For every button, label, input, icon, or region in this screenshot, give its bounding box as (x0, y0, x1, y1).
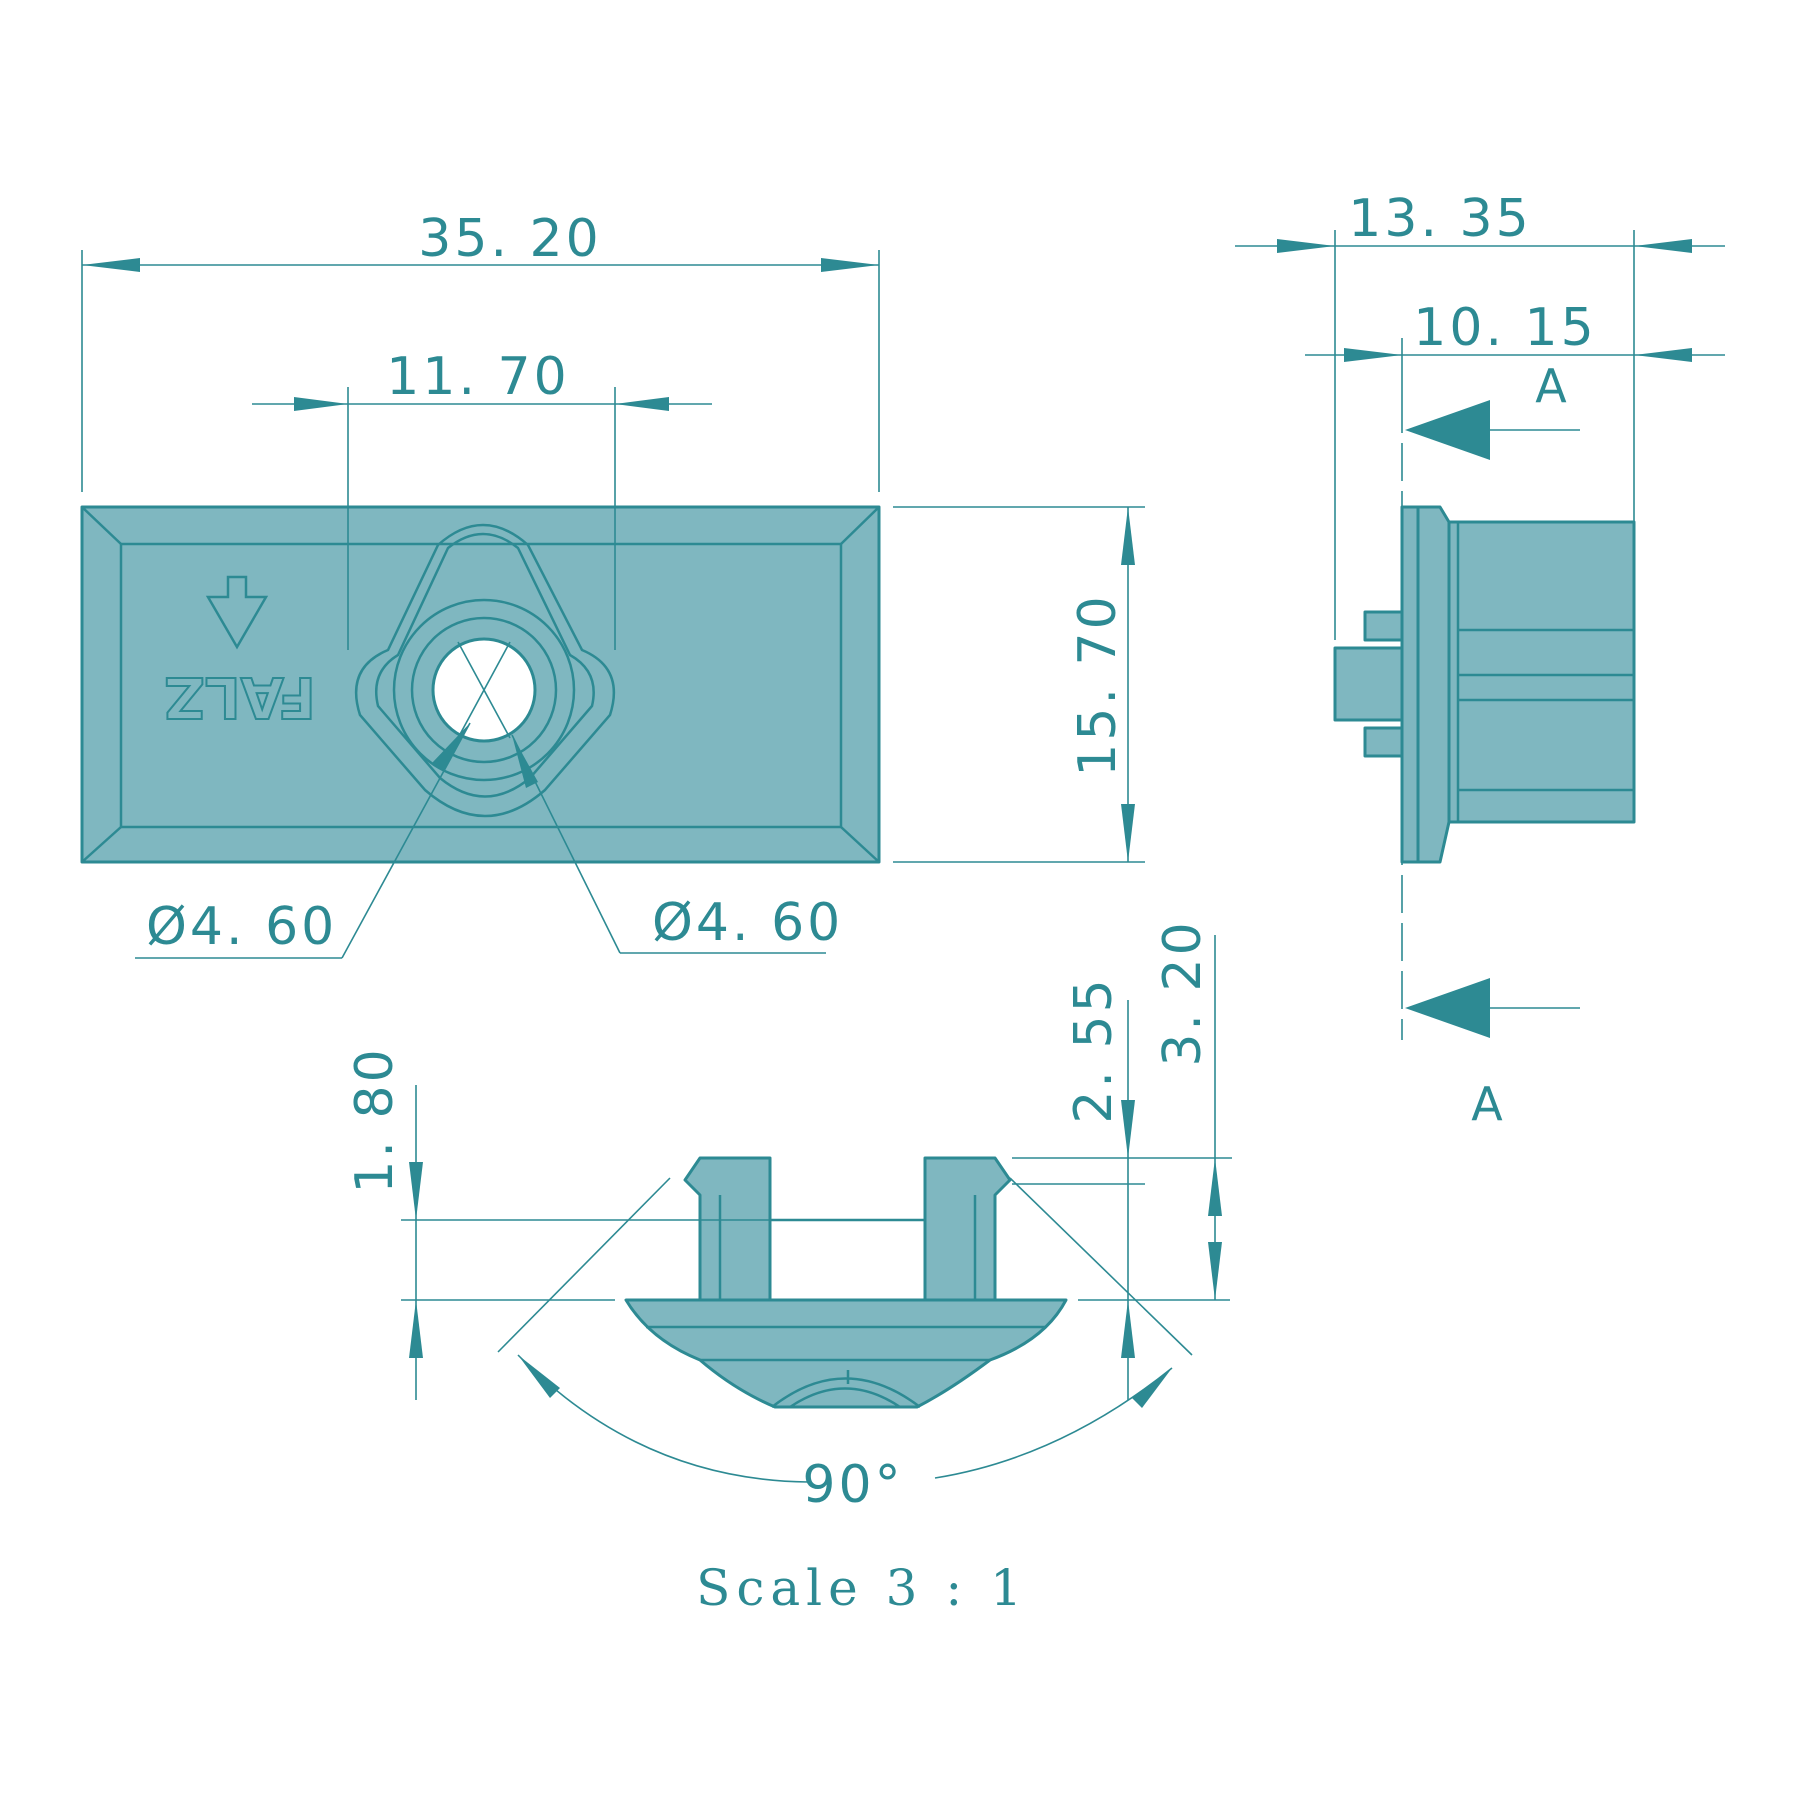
bottom-lug-right (923, 1156, 1012, 1302)
dim-width: 35. 20 (418, 209, 601, 269)
dim-c: 3. 20 (1153, 919, 1213, 1066)
section-label-top: A (1535, 359, 1567, 413)
dim-a: 1. 80 (345, 1046, 405, 1193)
down-arrow-icon (205, 575, 269, 650)
dim-height: 15. 70 (1068, 593, 1128, 776)
side-flange (1416, 505, 1451, 864)
boss-ring-inner (410, 616, 558, 764)
falz-marking: FALZ (164, 664, 315, 729)
angle-dim: 90° (802, 1455, 903, 1515)
side-body (1447, 520, 1636, 824)
dim-hole-spacing: 11. 70 (386, 347, 569, 407)
bottom-view: 1. 80 2. 55 3. 20 90° (345, 919, 1232, 1515)
front-plate-bevel (119, 542, 843, 829)
dim-diameter-right: Ø4. 60 (652, 893, 843, 953)
dim-b: 2. 55 (1064, 976, 1124, 1123)
section-label-bottom: A (1471, 1077, 1503, 1131)
bottom-dome (624, 1298, 1068, 1409)
side-pin (1333, 646, 1404, 722)
dim-body: 10. 15 (1413, 298, 1596, 358)
boss-ring-outer (392, 598, 576, 782)
trilobe-boss (354, 523, 616, 818)
front-view: FALZ 35. 20 11. 70 15. 70 Ø4. 60 Ø4. 60 (80, 209, 1145, 959)
side-view: A A 13. 35 10. 15 (1235, 189, 1725, 1131)
dim-overall: 13. 35 (1348, 189, 1531, 249)
scale-note: Scale 3 : 1 (696, 1559, 1028, 1617)
bottom-lug-left (683, 1156, 772, 1302)
dim-diameter-left: Ø4. 60 (146, 897, 337, 957)
